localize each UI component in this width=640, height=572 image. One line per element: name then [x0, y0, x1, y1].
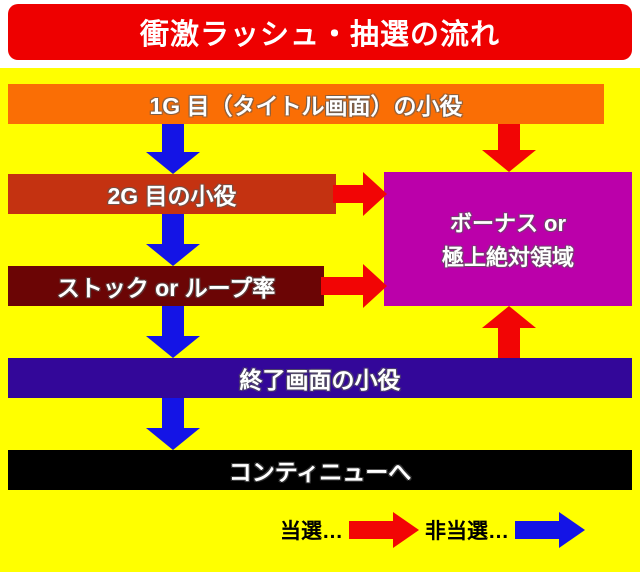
- flow-node-bonus-result-line1: ボーナス or: [449, 211, 567, 236]
- legend-win-label: 当選…: [280, 520, 343, 543]
- arrow-down-first-to-result-icon: [481, 124, 537, 172]
- flow-node-second-game-label: 2G 目の小役: [107, 183, 237, 209]
- arrow-down-end-screen-to-continue-icon: [145, 398, 201, 450]
- arrow-down-stock-to-end-screen-icon: [145, 306, 201, 358]
- flow-node-end-screen: 終了画面の小役: [8, 358, 632, 398]
- flow-node-second-game: 2G 目の小役: [8, 174, 336, 214]
- legend-lose-label: 非当選…: [425, 520, 509, 543]
- flow-canvas: 1G 目（タイトル画面）の小役 2G 目の小役 ストック or ループ率 終了画…: [0, 68, 640, 572]
- flow-node-continue: コンティニューへ: [8, 450, 632, 490]
- flow-node-first-game: 1G 目（タイトル画面）の小役: [8, 84, 604, 124]
- flow-node-end-screen-label: 終了画面の小役: [239, 367, 401, 393]
- flow-node-continue-label: コンティニューへ: [228, 459, 412, 485]
- arrow-down-second-to-stock-icon: [145, 214, 201, 266]
- legend-win-arrow-icon: [349, 512, 419, 548]
- flow-node-stock-or-loop: ストック or ループ率: [8, 266, 324, 306]
- flow-node-bonus-result: ボーナス or 極上絶対領域: [384, 172, 632, 306]
- arrow-right-second-to-result-icon: [333, 172, 387, 216]
- arrow-up-end-screen-to-result-icon: [481, 306, 537, 358]
- legend-lose-arrow-icon: [515, 512, 585, 548]
- flow-node-bonus-result-line2: 極上絶対領域: [441, 245, 574, 270]
- arrow-right-stock-to-result-icon: [321, 264, 387, 308]
- flow-node-first-game-label: 1G 目（タイトル画面）の小役: [149, 93, 463, 119]
- page-title: 衝激ラッシュ・抽選の流れ: [139, 19, 500, 51]
- arrow-down-first-to-second-icon: [145, 124, 201, 174]
- legend: 当選… 非当選…: [280, 508, 632, 552]
- flow-node-stock-or-loop-label: ストック or ループ率: [56, 275, 276, 301]
- page-title-banner: 衝激ラッシュ・抽選の流れ: [8, 4, 632, 60]
